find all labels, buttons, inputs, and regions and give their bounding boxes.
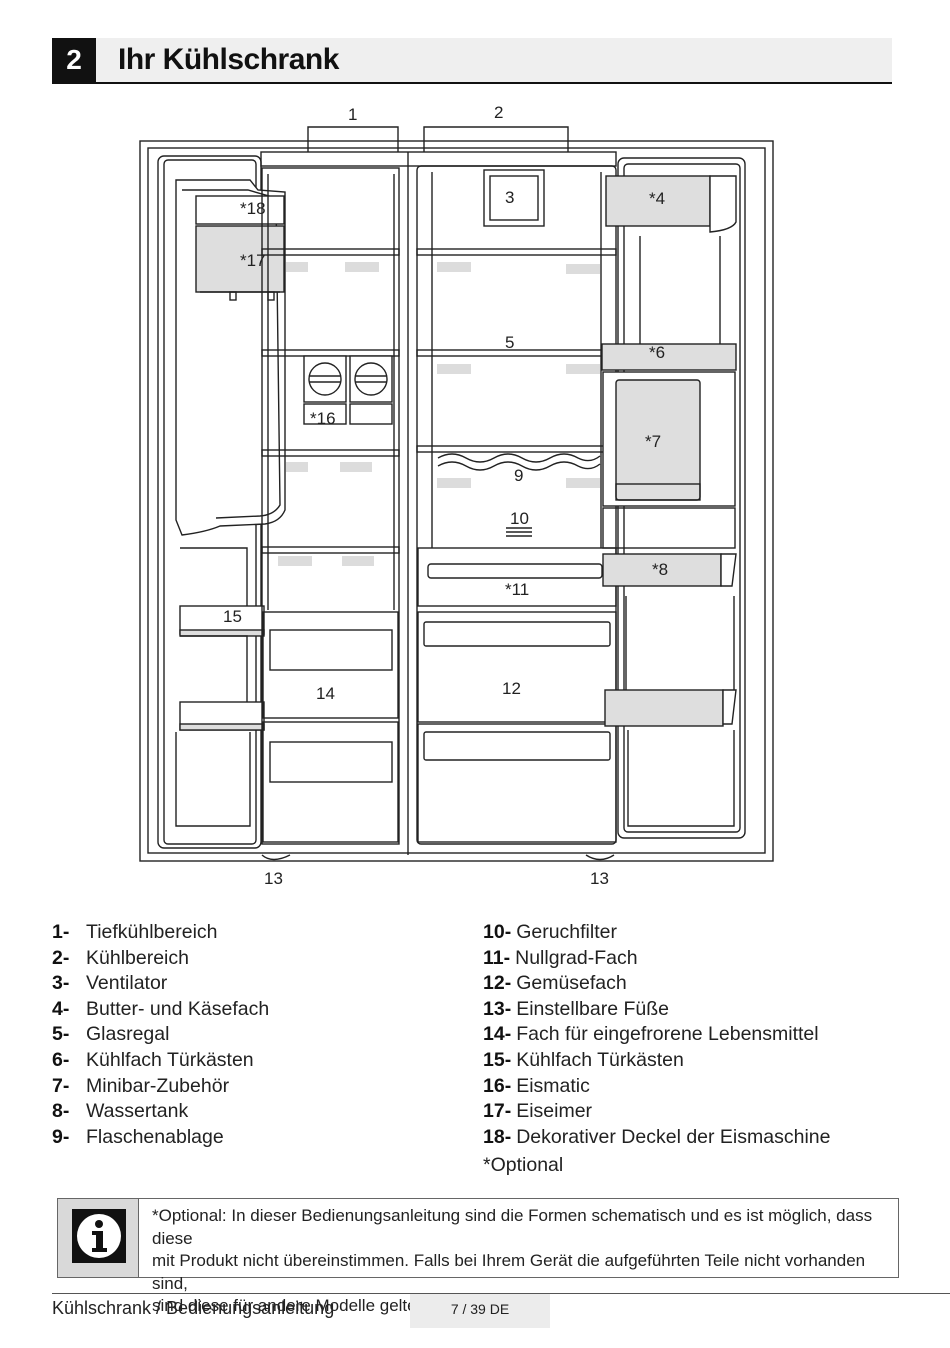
freezer-shelf-4 [261,546,400,554]
freezer-drawer-14 [262,611,399,719]
label-8: *8 [652,560,668,579]
foot-left [261,854,291,861]
freezer-shelf-3 [261,449,400,457]
legend-right: 10-Geruchfilter 11-Nullgrad-Fach 12-Gemü… [483,920,830,1180]
butter-compartment [605,175,711,227]
label-16: *16 [310,409,336,428]
glass-shelf-2 [416,349,617,357]
label-17: *17 [240,251,266,270]
door-bin-lower-right [604,689,724,727]
legend-item: 3-Ventilator [52,972,168,995]
door-bin-6 [601,343,737,371]
cabinet-outline [139,140,774,862]
freezer-shelf-1 [261,248,400,256]
legend-item: 1-Tiefkühlbereich [52,921,218,943]
freezer-drawer-lower [262,721,399,843]
label-14: 14 [316,684,335,703]
label-9: 9 [514,466,523,485]
legend-item: 8-Wassertank [52,1100,189,1123]
legend-item: 16-Eismatic [483,1074,590,1097]
label-3: 3 [505,188,514,207]
fridge-diagram: 1 2 3 *4 5 *6 *7 *8 9 10 *11 12 13 13 14… [139,103,774,888]
label-10: 10 [510,509,529,528]
legend-item: 17-Eiseimer [483,1100,593,1123]
optional-note: *Optional [483,1154,564,1177]
label-13-left: 13 [264,869,283,888]
legend-item: 11-Nullgrad-Fach [483,946,638,969]
legend-item: 4-Butter- und Käsefach [52,997,270,1020]
legend-item: 18-Dekorativer Deckel der Eismaschine [483,1125,831,1148]
ice-maker-cover [195,195,285,225]
legend-item: 13-Einstellbare Füße [483,997,670,1020]
legend-item: 5-Glasregal [52,1023,170,1046]
label-12: 12 [502,679,521,698]
water-tank [602,553,722,587]
legend-item: 6-Kühlfach Türkästen [52,1048,254,1071]
foot-right [585,854,615,861]
info-text: *Optional: In dieser Bedienungsanleitung… [152,1206,873,1315]
legend-item: 12-Gemüsefach [483,972,627,995]
label-15: 15 [223,607,242,626]
label-13-right: 13 [590,869,609,888]
vegetable-drawer [417,611,617,723]
glass-shelf-3 [416,445,617,453]
legend-item: 7-Minibar-Zubehör [52,1074,230,1097]
footer-divider [52,1293,950,1294]
page-number: 7 / 39 DE [410,1294,550,1328]
label-1: 1 [348,105,357,124]
section-number: 2 [52,38,96,82]
bottle-rack [437,453,601,463]
glass-shelf-1 [416,248,617,256]
legend-item: 14-Fach für eingefrorene Lebensmittel [483,1023,819,1046]
label-18: *18 [240,199,266,218]
legend-item: 15-Kühlfach Türkästen [483,1048,684,1071]
freezer-compartment [261,167,400,845]
label-2: 2 [494,103,503,122]
section-title: Ihr Kühlschrank [118,43,339,76]
label-6: *6 [649,343,665,362]
fan-cover [483,169,545,227]
label-7: *7 [645,432,661,451]
info-box: *Optional: In dieser Bedienungsanleitung… [57,1198,899,1315]
fridge-drawer-lower [417,723,617,843]
legend-item: 9-Flaschenablage [52,1125,224,1148]
bracket-freezer [307,126,399,152]
legend-item: 10-Geruchfilter [483,921,617,943]
info-icon [72,1209,126,1263]
label-4: *4 [649,189,665,208]
label-5: 5 [505,333,514,352]
legend-left: 1-Tiefkühlbereich 2-Kühlbereich 3-Ventil… [52,920,269,1150]
section-header: 2 Ihr Kühlschrank [52,38,892,84]
info-icon-panel [58,1199,139,1277]
bracket-fridge [423,126,569,152]
label-11: *11 [505,580,529,599]
ice-bucket [195,225,285,293]
legend-item: 2-Kühlbereich [52,946,189,969]
footer-title: Kühlschrank / Bedienungsanleitung [52,1298,335,1318]
